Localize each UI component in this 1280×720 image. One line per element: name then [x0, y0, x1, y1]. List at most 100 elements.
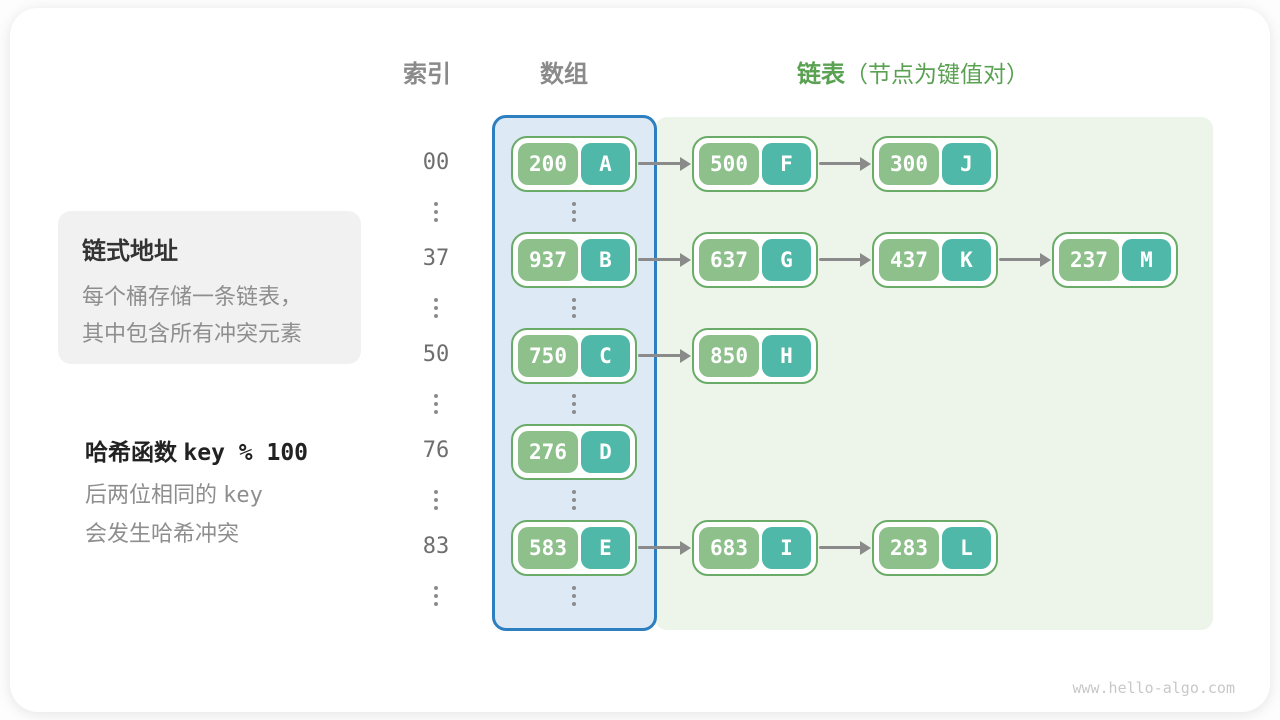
link-arrow — [819, 546, 861, 549]
row-index-label: 37 — [422, 246, 450, 271]
value-cell: K — [942, 239, 991, 281]
header-array-label: 数组 — [540, 61, 588, 88]
ellipsis-dot — [434, 594, 438, 598]
value-cell: B — [581, 239, 630, 281]
value-cell: F — [762, 143, 811, 185]
vertical-ellipsis — [570, 586, 578, 606]
key-cell: 583 — [518, 527, 578, 569]
ellipsis-dot — [572, 298, 576, 302]
hash-note-title-cn: 哈希函数 — [85, 439, 177, 465]
link-arrow — [638, 546, 681, 549]
vertical-ellipsis — [432, 586, 440, 606]
hash-note-line1-code: key — [223, 483, 263, 508]
ellipsis-dot — [434, 490, 438, 494]
hash-note: 哈希函数 key % 100 后两位相同的 key 会发生哈希冲突 — [85, 433, 308, 553]
side-card: 链式地址 每个桶存储一条链表， 其中包含所有冲突元素 — [58, 211, 361, 364]
value-cell: E — [581, 527, 630, 569]
vertical-ellipsis — [570, 202, 578, 222]
side-card-title: 链式地址 — [82, 238, 178, 265]
hash-note-title: 哈希函数 key % 100 — [85, 433, 308, 467]
header-index-label: 索引 — [403, 61, 451, 88]
ellipsis-dot — [434, 298, 438, 302]
value-cell: I — [762, 527, 811, 569]
ellipsis-dot — [434, 586, 438, 590]
value-cell: L — [942, 527, 991, 569]
ellipsis-dot — [572, 218, 576, 222]
link-arrow — [819, 162, 861, 165]
link-arrow — [638, 258, 681, 261]
value-cell: C — [581, 335, 630, 377]
vertical-ellipsis — [570, 490, 578, 510]
value-cell: G — [762, 239, 811, 281]
link-arrow — [999, 258, 1041, 261]
header-list-title: 链表 — [797, 61, 845, 88]
ellipsis-dot — [434, 394, 438, 398]
ellipsis-dot — [434, 306, 438, 310]
watermark: www.hello-algo.com — [1072, 679, 1235, 697]
key-cell: 750 — [518, 335, 578, 377]
ellipsis-dot — [572, 498, 576, 502]
ellipsis-dot — [434, 498, 438, 502]
ellipsis-dot — [434, 602, 438, 606]
vertical-ellipsis — [432, 202, 440, 222]
ellipsis-dot — [434, 314, 438, 318]
value-cell: D — [581, 431, 630, 473]
ellipsis-dot — [572, 594, 576, 598]
header-list-label: 链表（节点为键值对） — [797, 54, 1029, 89]
side-card-line-1: 每个桶存储一条链表， — [82, 284, 303, 309]
key-cell: 500 — [699, 143, 759, 185]
vertical-ellipsis — [570, 298, 578, 318]
ellipsis-dot — [572, 410, 576, 414]
ellipsis-dot — [434, 210, 438, 214]
row-index-label: 76 — [422, 438, 450, 463]
ellipsis-dot — [572, 490, 576, 494]
key-cell: 276 — [518, 431, 578, 473]
hash-note-line1-prefix: 后两位相同的 — [85, 482, 218, 507]
ellipsis-dot — [572, 314, 576, 318]
key-cell: 200 — [518, 143, 578, 185]
ellipsis-dot — [434, 218, 438, 222]
ellipsis-dot — [572, 402, 576, 406]
ellipsis-dot — [434, 202, 438, 206]
value-cell: A — [581, 143, 630, 185]
link-arrow — [638, 354, 681, 357]
ellipsis-dot — [434, 506, 438, 510]
vertical-ellipsis — [432, 298, 440, 318]
ellipsis-dot — [572, 586, 576, 590]
row-index-label: 00 — [422, 150, 450, 175]
ellipsis-dot — [572, 394, 576, 398]
ellipsis-dot — [572, 306, 576, 310]
vertical-ellipsis — [570, 394, 578, 414]
key-cell: 683 — [699, 527, 759, 569]
ellipsis-dot — [434, 402, 438, 406]
key-cell: 300 — [879, 143, 939, 185]
side-card-line-2: 其中包含所有冲突元素 — [82, 321, 303, 346]
link-arrow — [819, 258, 861, 261]
ellipsis-dot — [572, 210, 576, 214]
key-cell: 237 — [1059, 239, 1119, 281]
ellipsis-dot — [572, 202, 576, 206]
hash-note-title-code: key % 100 — [183, 440, 309, 466]
vertical-ellipsis — [432, 490, 440, 510]
header-list-note: （节点为键值对） — [845, 61, 1029, 87]
value-cell: J — [942, 143, 991, 185]
key-cell: 637 — [699, 239, 759, 281]
key-cell: 850 — [699, 335, 759, 377]
value-cell: H — [762, 335, 811, 377]
hash-note-line-1: 后两位相同的 key — [85, 476, 308, 515]
ellipsis-dot — [572, 602, 576, 606]
